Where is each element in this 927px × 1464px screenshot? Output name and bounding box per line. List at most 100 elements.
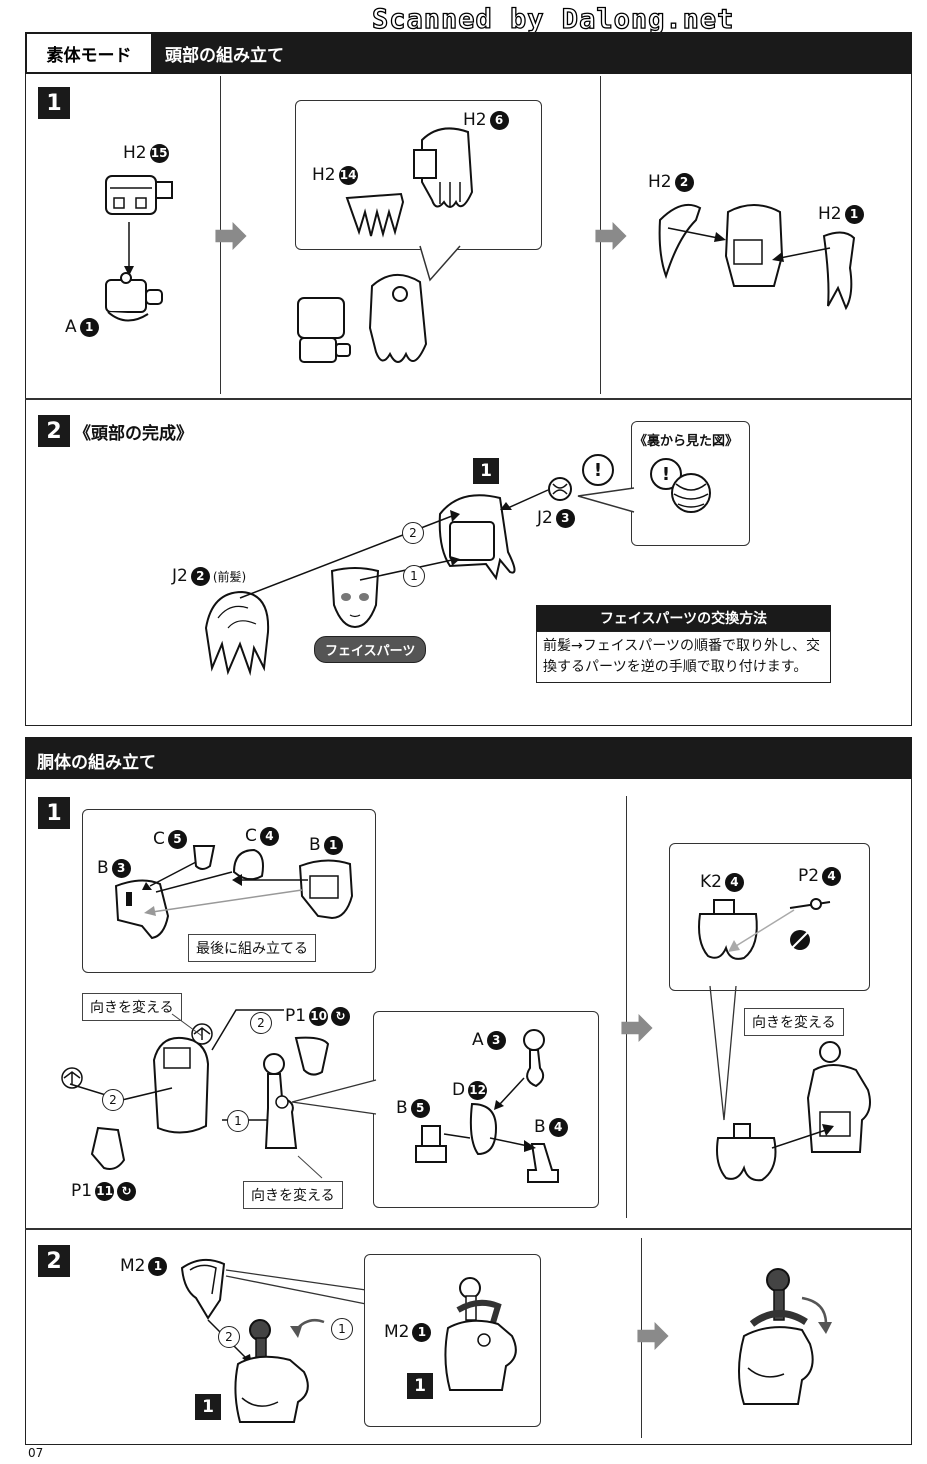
assembly-arrow	[667, 227, 726, 242]
runner-number-badge: 5	[167, 829, 187, 849]
hip-part-assembled	[716, 1123, 777, 1182]
warning-icon: !	[582, 454, 614, 486]
mode-tab: 素体モード	[27, 34, 151, 72]
back-plate-m2	[180, 1258, 226, 1320]
pin-part-p2	[789, 898, 831, 910]
runner-number-badge: 3	[111, 858, 131, 878]
sequence-number: 1	[227, 1110, 249, 1132]
torso-section-title: 胴体の組み立て	[37, 753, 156, 773]
torso-upper-part	[152, 1036, 210, 1134]
torso-section-header: 胴体の組み立て	[25, 737, 912, 779]
shoulder-piece-p1-10	[294, 1036, 330, 1076]
runner-number-badge: 1	[148, 1256, 168, 1276]
turn-around-tag: 向きを変える	[82, 993, 182, 1021]
step-number: 1	[38, 87, 70, 119]
callout-pointer	[225, 1269, 367, 1305]
assemble-last-tag: 最後に組み立てる	[188, 934, 316, 962]
assembly-arrows	[443, 1077, 536, 1152]
chest-frame-b1	[298, 859, 354, 920]
reference-step: 1	[195, 1394, 221, 1420]
runner-number-badge: 15	[149, 143, 169, 163]
step-title: 《頭部の完成》	[74, 424, 193, 444]
runner-number-badge: 12	[468, 1080, 488, 1100]
turn-around-tag: 向きを変える	[243, 1181, 343, 1209]
cut-icon	[790, 930, 810, 950]
face-parts-tag: フェイスパーツ	[314, 636, 427, 663]
side-hair-right-part	[822, 231, 856, 311]
callout-pointer	[709, 985, 737, 1121]
spine-part	[263, 1053, 298, 1149]
ball-joint-a3	[523, 1029, 545, 1088]
runner-number-badge: 11	[95, 1181, 115, 1201]
runner-number-badge: 3	[555, 508, 575, 528]
neck-ball-part	[548, 477, 572, 501]
bracket-b5	[415, 1125, 447, 1163]
divider	[626, 796, 627, 1218]
runner-number-badge: 14	[338, 165, 358, 185]
runner-number-badge: 4	[822, 866, 842, 886]
next-step-arrow	[621, 1014, 653, 1042]
head-section-header: 素体モード 頭部の組み立て	[25, 32, 912, 74]
runner-number-badge: 1	[323, 835, 343, 855]
step-number: 2	[38, 415, 70, 447]
runner-number-badge: 1	[79, 317, 99, 337]
step-number: 2	[38, 1245, 70, 1277]
divider	[25, 398, 912, 400]
assembly-arrow	[500, 489, 549, 510]
sequence-number: 2	[218, 1326, 240, 1348]
chest-piece-c5	[192, 845, 216, 870]
note-body: 前髪→フェイスパーツの順番で取り外し、交 換するパーツを逆の手順で取り付けます。	[536, 631, 831, 683]
torso-with-plate-part	[444, 1277, 517, 1391]
reference-step: 1	[473, 458, 499, 484]
next-step-arrow	[595, 222, 627, 250]
assembly-arrow	[124, 222, 134, 276]
page-number: 07	[28, 1446, 44, 1460]
head-core-part	[724, 204, 784, 287]
runner-number-badge: 4	[724, 872, 744, 892]
rotate-arrow	[801, 1296, 832, 1334]
sequence-number: 2	[250, 1012, 272, 1034]
sequence-number: 2	[102, 1089, 124, 1111]
neck-joint-part	[105, 272, 163, 322]
callout-pointer	[577, 487, 635, 513]
hip-part-k2	[698, 899, 758, 960]
assembly-arrow	[771, 1124, 834, 1149]
torso-final-part	[738, 1268, 814, 1405]
sequence-number: 1	[331, 1318, 353, 1340]
rotate-arrow	[290, 1319, 325, 1338]
hair-strands-part	[345, 192, 405, 238]
callout-pointer	[419, 245, 461, 282]
runner-number-badge: 1	[844, 204, 864, 224]
runner-number-badge: 2	[190, 566, 210, 586]
runner-number-badge: 3	[486, 1030, 506, 1050]
chest-piece-c4	[232, 848, 264, 881]
sequence-number: 2	[402, 522, 424, 544]
cover-d12	[469, 1102, 498, 1156]
torso-assembled-part	[234, 1319, 309, 1423]
runner-number-badge: 6	[489, 110, 509, 130]
rear-hair-part	[413, 127, 474, 208]
head-section-title: 頭部の組み立て	[165, 46, 284, 66]
note-title: フェイスパーツの交換方法	[536, 605, 831, 631]
swap-icon: ↻	[331, 1006, 351, 1026]
reference-step: 1	[407, 1373, 433, 1399]
front-hair-part	[204, 590, 270, 676]
runner-number-badge: 4	[259, 826, 279, 846]
callout-pointer	[291, 1079, 377, 1115]
head-assembled-part	[438, 494, 516, 581]
peg-icon	[61, 1067, 83, 1089]
